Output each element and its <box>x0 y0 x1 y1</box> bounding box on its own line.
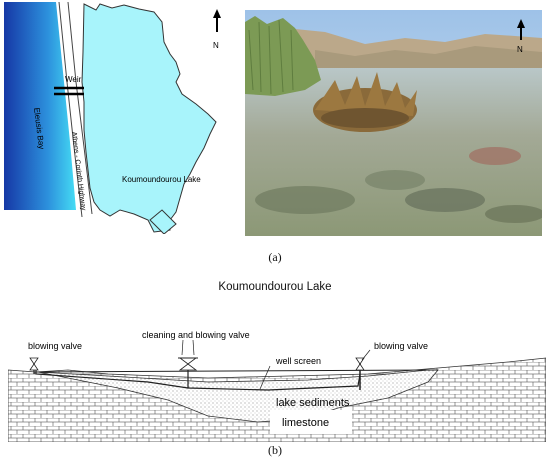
valve-right-icon <box>355 357 365 371</box>
outflow-square <box>149 209 177 235</box>
lake-outline <box>81 3 217 233</box>
cross-section-diagram: blowing valve cleaning and blowing valve… <box>7 322 547 443</box>
north-arrow-icon <box>213 9 221 32</box>
caption-a: (a) <box>268 250 282 264</box>
lake-sediments-layer <box>37 369 439 423</box>
location-map: N Weir Eleusis Bay Athens - Corinth High… <box>4 1 232 235</box>
weir-label: Weir <box>65 75 82 84</box>
photo-north-arrow-icon <box>517 19 525 40</box>
caption-b: (b) <box>268 443 282 457</box>
lake-surface-line <box>35 369 439 373</box>
label-well-screen: well screen <box>275 356 321 366</box>
lake-photo: N <box>245 10 542 236</box>
map-north-label: N <box>213 41 219 50</box>
section-title: Koumoundourou Lake <box>218 281 332 293</box>
highway-road <box>58 1 83 218</box>
photo-north-label: N <box>517 45 523 54</box>
label-limestone: limestone <box>282 417 329 429</box>
label-blowing-valve-left: blowing valve <box>28 341 82 351</box>
valve-middle-icon <box>178 357 198 371</box>
eleusis-bay-sea <box>4 2 76 210</box>
label-blowing-valve-right: blowing valve <box>374 341 428 351</box>
label-cleaning-valve: cleaning and blowing valve <box>142 330 250 340</box>
weir-structure <box>54 86 84 96</box>
lake-label: Koumoundourou Lake <box>122 175 201 184</box>
label-lake-sediments: lake sediments <box>276 397 350 409</box>
valve-left-icon <box>29 357 39 371</box>
